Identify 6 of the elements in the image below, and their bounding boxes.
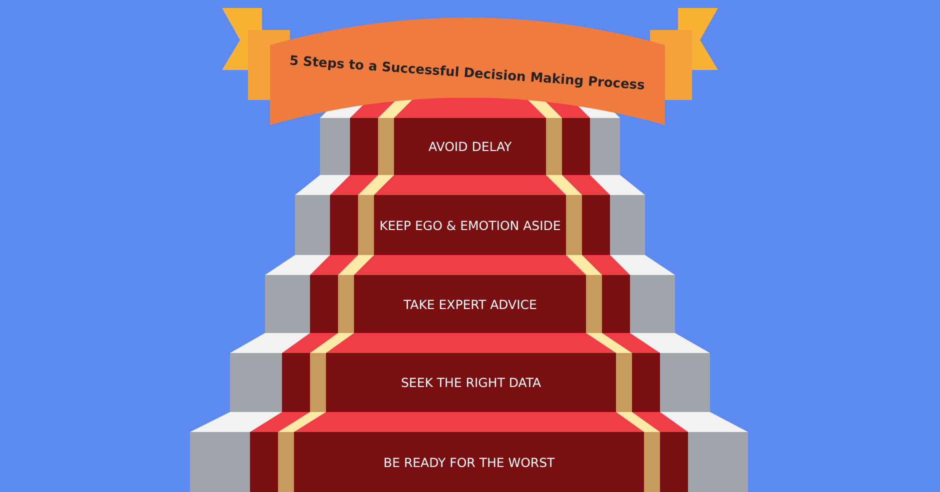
step-label: SEEK THE RIGHT DATA bbox=[401, 375, 542, 390]
banner-title: 5 Steps to a Successful Decision Making Process bbox=[288, 54, 646, 94]
step-label: BE READY FOR THE WORST bbox=[384, 454, 555, 470]
step-label: AVOID DELAY bbox=[428, 139, 512, 154]
step-label: TAKE EXPERT ADVICE bbox=[404, 296, 537, 312]
step-label: KEEP EGO & EMOTION ASIDE bbox=[380, 218, 561, 232]
